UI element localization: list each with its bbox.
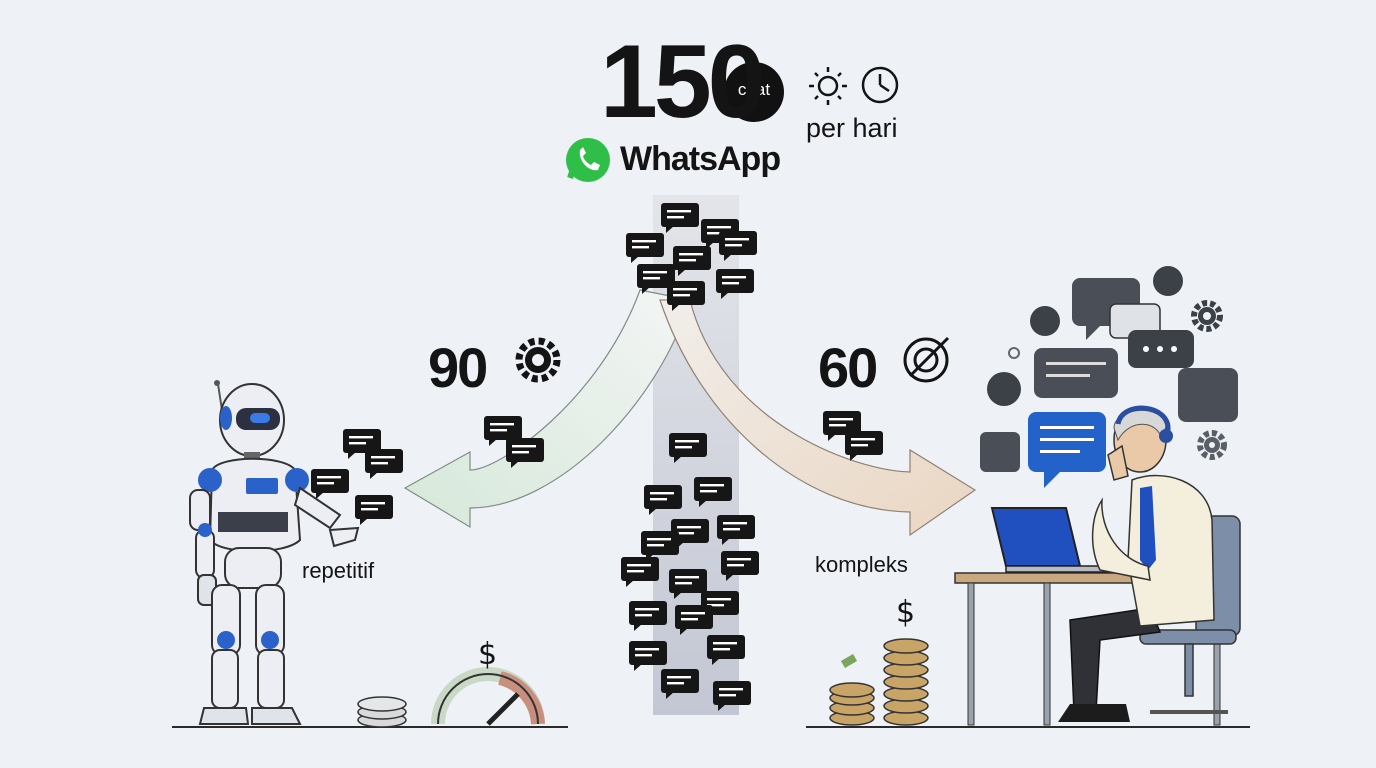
robot-icon bbox=[189, 380, 360, 725]
desk bbox=[954, 572, 1238, 726]
right-branch-arrow bbox=[659, 299, 977, 537]
thought-bubbles bbox=[980, 266, 1238, 488]
clock-icon bbox=[861, 66, 899, 104]
coin-stack-icon bbox=[829, 638, 929, 726]
period-label: per hari bbox=[806, 113, 898, 143]
repetitive-label: repetitif bbox=[302, 558, 375, 583]
dollar-icon: $ bbox=[896, 595, 915, 630]
target-check-icon bbox=[903, 336, 950, 383]
whatsapp-logo-icon bbox=[566, 138, 610, 182]
left-branch-arrow bbox=[403, 289, 691, 529]
coin-stack-icon bbox=[357, 696, 407, 728]
complex-label: kompleks bbox=[815, 552, 908, 577]
gauge-icon bbox=[431, 667, 545, 726]
chat-badge: chat bbox=[724, 62, 784, 122]
gear-icon bbox=[515, 337, 561, 383]
laptop-icon bbox=[990, 507, 1115, 573]
cash-icon bbox=[840, 654, 858, 668]
human-agent-icon bbox=[1058, 405, 1215, 722]
dollar-icon: $ bbox=[478, 637, 497, 672]
complex-count: 60 bbox=[818, 336, 878, 399]
chat-badge-label: chat bbox=[737, 80, 771, 99]
sun-icon bbox=[809, 67, 847, 105]
gear-icon bbox=[1191, 300, 1227, 460]
repetitive-count: 90 bbox=[428, 336, 488, 399]
platform-label: WhatsApp bbox=[620, 140, 781, 178]
daily-chat-count: 150 bbox=[600, 24, 766, 140]
